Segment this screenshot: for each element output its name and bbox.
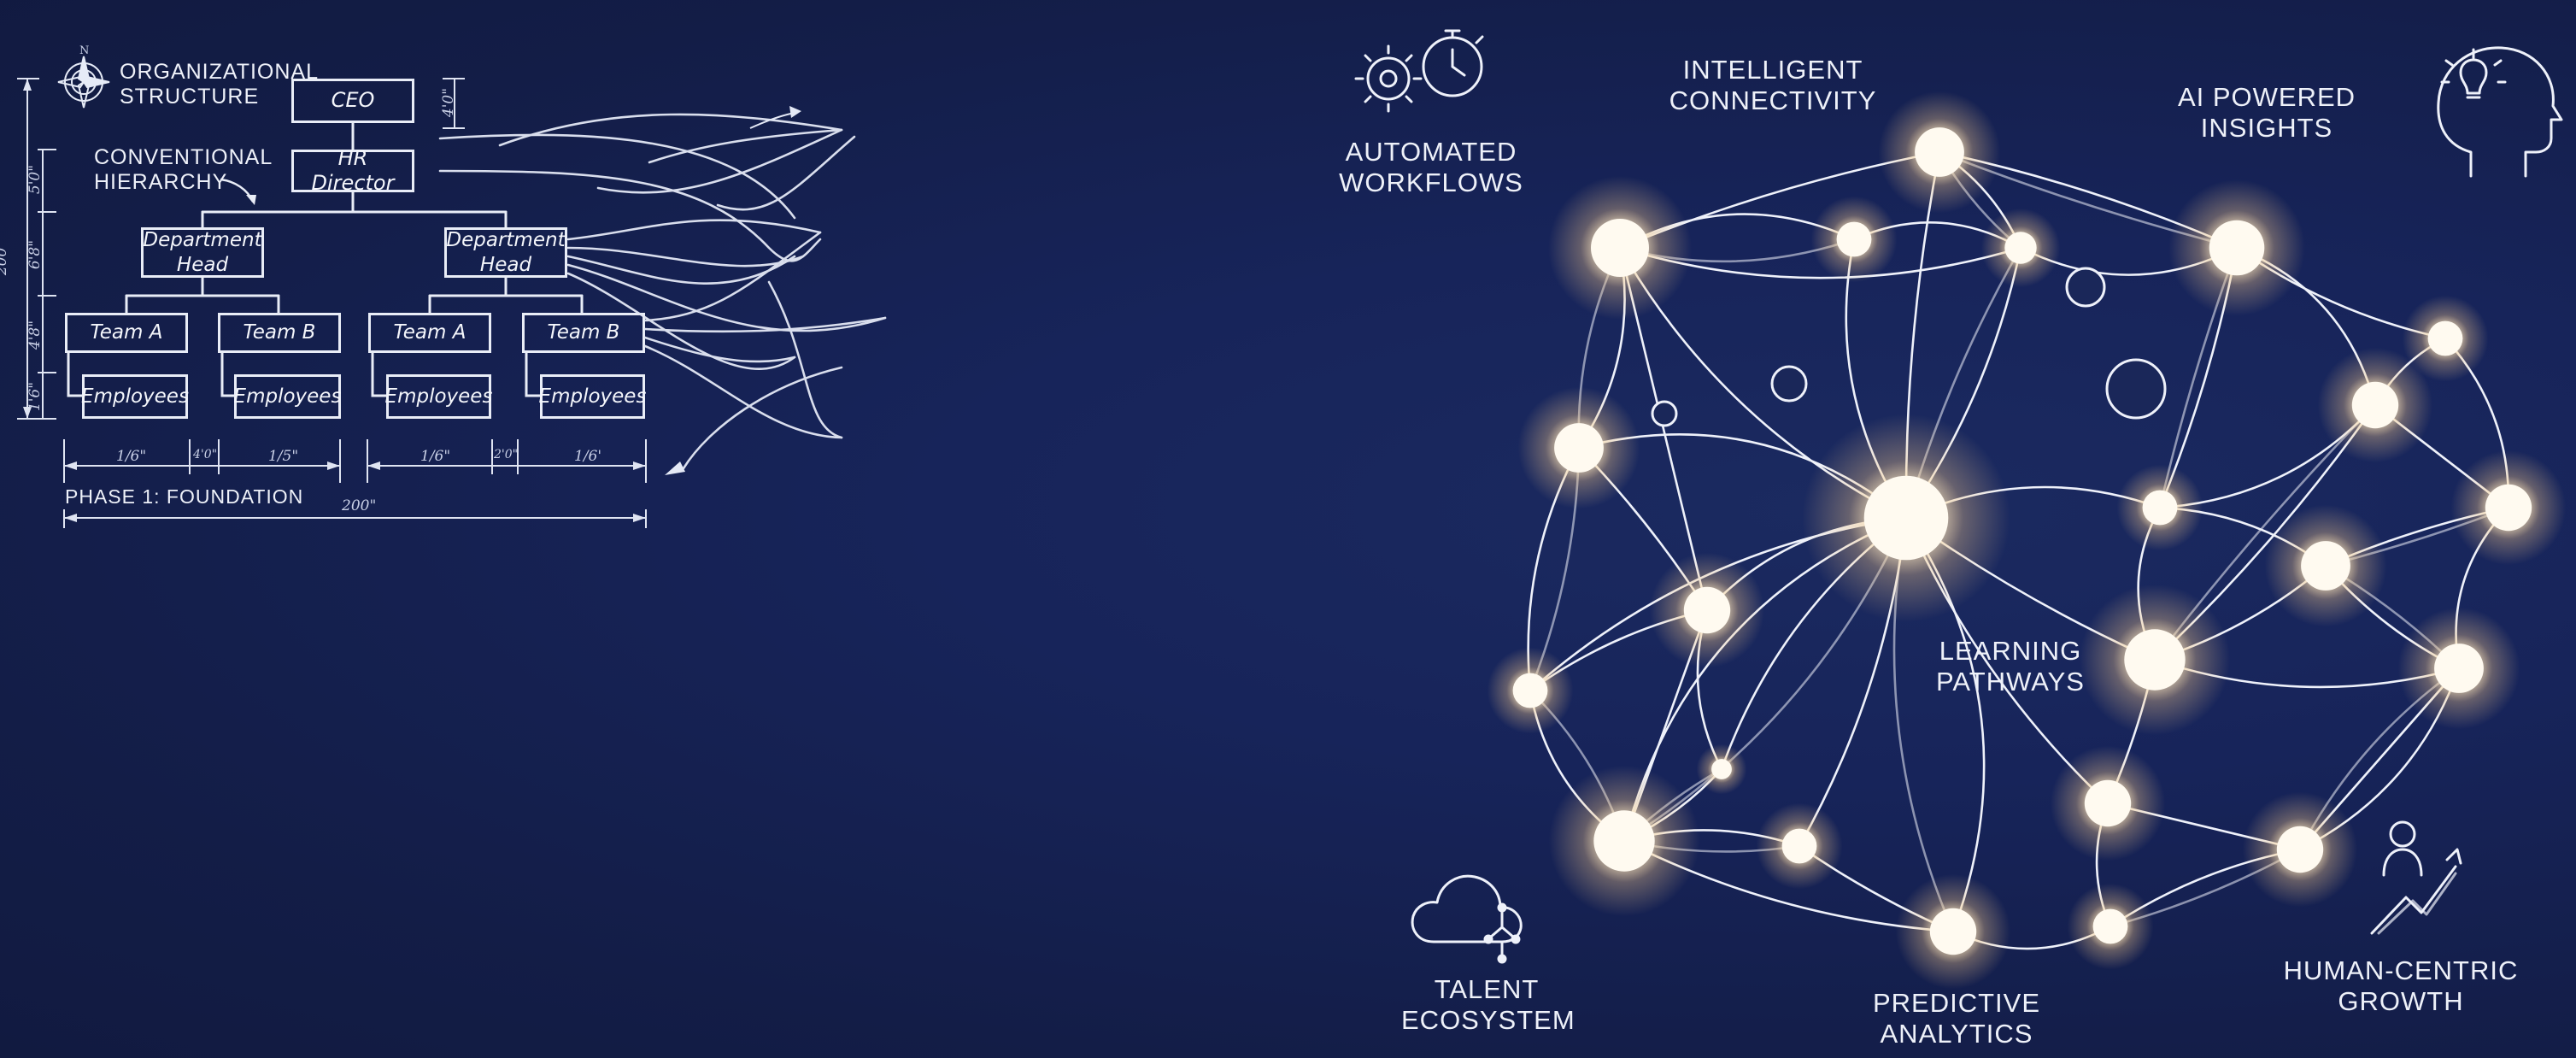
employees-label: Employees: [81, 385, 189, 408]
network-node: [2142, 490, 2178, 526]
person-growth-icon: [2370, 820, 2462, 935]
org-structure-title: ORGANIZATIONAL STRUCTURE: [120, 60, 319, 109]
label-predictive-analytics: PREDICTIVE ANALYTICS: [1872, 988, 2041, 1049]
ceo-label: CEO: [331, 88, 375, 113]
label-intelligent-connectivity: INTELLIGENT CONNECTIVITY: [1669, 55, 1877, 115]
conventional-hierarchy-annotation: CONVENTIONAL HIERARCHY: [94, 145, 273, 194]
network-node: [2276, 826, 2324, 873]
team-b-box-2: Team B: [522, 313, 645, 353]
network-node: [2485, 484, 2532, 532]
network-node: [1781, 828, 1817, 864]
ceo-box: CEO: [291, 79, 414, 123]
network-node: [2084, 779, 2132, 827]
employees-box-3: Employees: [384, 374, 493, 419]
department-head-label: Department Head: [446, 229, 566, 276]
gear-stopwatch-icon: [1354, 29, 1484, 113]
network-node: [1915, 127, 1964, 177]
compass-icon: [57, 56, 110, 109]
team-b-box-1: Team B: [218, 313, 341, 353]
network-node: [2092, 908, 2128, 944]
network-node: [2124, 629, 2186, 691]
label-ai-powered-insights: AI POWERED INSIGHTS: [2177, 82, 2356, 143]
team-label: Team B: [243, 321, 316, 344]
label-human-centric-growth: HUMAN-CENTRIC GROWTH: [2283, 955, 2519, 1016]
hollow-node: [1770, 365, 1808, 403]
compass-n-label: N: [79, 44, 90, 57]
head-lightbulb-icon: [2437, 46, 2563, 178]
network-node: [1593, 810, 1655, 872]
network-node: [1683, 586, 1731, 634]
network-node: [1554, 423, 1604, 473]
network-node: [2427, 320, 2463, 356]
dimension-total-width: 200": [342, 497, 377, 514]
hr-director-label: HR Director: [311, 145, 395, 195]
department-head-box-2: Department Head: [444, 227, 567, 278]
phase-label: PHASE 1: FOUNDATION: [65, 485, 304, 508]
employees-label: Employees: [538, 385, 647, 408]
label-learning-pathways: LEARNING PATHWAYS: [1936, 636, 2085, 697]
team-a-box-2: Team A: [368, 313, 491, 353]
team-label: Team A: [393, 321, 466, 344]
department-head-label: Department Head: [143, 229, 262, 276]
employees-box-4: Employees: [538, 374, 647, 419]
return-arrow-head: [665, 461, 685, 475]
employees-box-2: Employees: [234, 374, 341, 419]
network-node: [1863, 475, 1949, 561]
hollow-node: [2065, 267, 2106, 308]
network-node: [2004, 232, 2037, 264]
dimension-right-2: 2'0": [494, 448, 519, 461]
network-node: [1512, 673, 1548, 708]
network-node: [1711, 759, 1732, 779]
employees-label: Employees: [233, 385, 342, 408]
label-talent-ecosystem: TALENT ECOSYSTEM: [1401, 974, 1576, 1035]
network-node: [2351, 381, 2399, 429]
team-a-box-1: Team A: [65, 313, 188, 353]
employees-box-1: Employees: [81, 374, 189, 419]
network-node: [2301, 541, 2350, 591]
label-automated-workflows: AUTOMATED WORKFLOWS: [1339, 137, 1523, 197]
hr-director-box: HR Director: [291, 146, 414, 195]
hollow-node: [2105, 358, 2167, 420]
hollow-node: [1651, 400, 1678, 427]
network-node: [1591, 219, 1649, 277]
dimension-left-1: 1/6": [116, 448, 147, 465]
network-node: [1836, 221, 1872, 257]
department-head-box-1: Department Head: [141, 227, 264, 278]
network-node: [2434, 644, 2484, 693]
network-node: [1929, 908, 1977, 955]
employees-label: Employees: [384, 385, 493, 408]
cloud-network-icon: [1411, 874, 1523, 964]
team-label: Team B: [547, 321, 620, 344]
dimension-right-1: 1/6": [420, 448, 451, 465]
dimension-left-3: 1/5": [268, 448, 299, 465]
dimension-right-3: 1/6': [574, 448, 602, 465]
network-node: [2209, 220, 2265, 276]
team-label: Team A: [90, 321, 163, 344]
dimension-left-2: 4'0": [193, 448, 218, 461]
